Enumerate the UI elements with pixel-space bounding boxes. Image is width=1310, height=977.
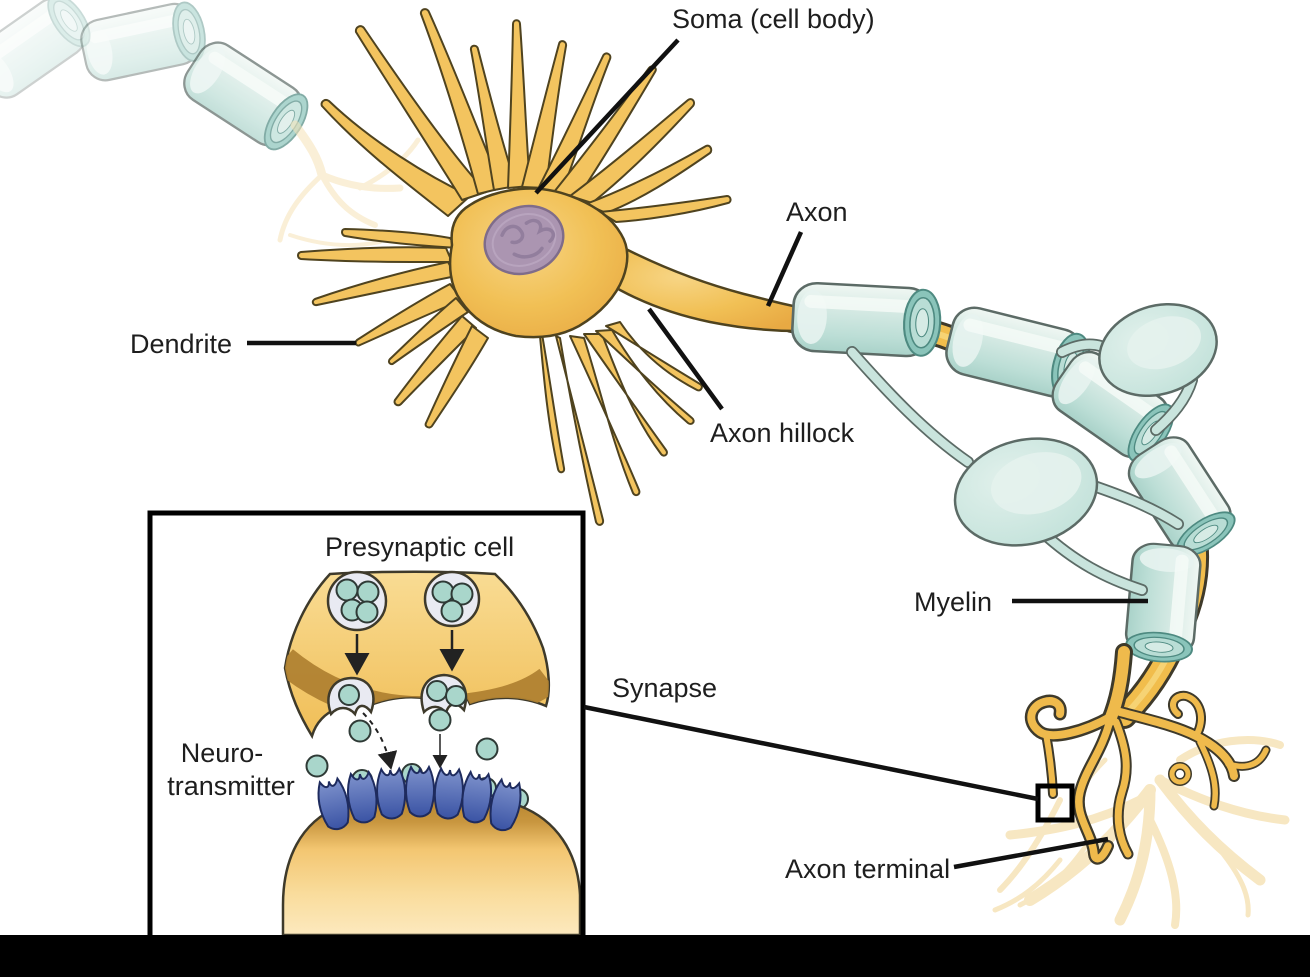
neuron-cell xyxy=(297,8,800,526)
synapse-marker-square xyxy=(1035,783,1075,823)
neurotransmitter-label-line1: Neuro- xyxy=(181,738,264,768)
leader-lines xyxy=(247,38,1148,870)
diffusion-arrow-dashed xyxy=(362,712,398,770)
axon-terminal-leader-line xyxy=(953,836,1109,870)
inset-border xyxy=(147,510,586,977)
neurotransmitter-label-line2: transmitter xyxy=(167,771,295,801)
dendrite-label: Dendrite xyxy=(130,329,232,359)
axon-hillock-leader-line xyxy=(647,307,724,411)
axon-label: Axon xyxy=(786,197,848,227)
axon-terminal-branches xyxy=(1024,643,1271,865)
schwann-cell-body-2 xyxy=(953,437,1099,547)
axon-leader-line xyxy=(765,231,804,307)
labels: Soma (cell body) Axon Dendrite Axon hill… xyxy=(130,4,992,884)
myelin-label: Myelin xyxy=(914,587,992,617)
synapse-label: Synapse xyxy=(612,673,717,703)
synapse-leader-line xyxy=(583,704,1039,802)
synapse-inset xyxy=(147,510,586,977)
schwann-cells xyxy=(846,302,1218,596)
bottom-black-bar xyxy=(0,935,1310,977)
soma-label: Soma (cell body) xyxy=(672,4,875,34)
axon-hillock-label: Axon hillock xyxy=(710,418,855,448)
schwann-cell-body-1 xyxy=(1098,302,1218,398)
dendrites xyxy=(297,8,732,526)
axon-shape xyxy=(592,242,800,333)
myelin-segment-1 xyxy=(789,280,944,359)
presynaptic-cell-label: Presynaptic cell xyxy=(325,532,514,562)
axon-hillock-and-axon xyxy=(592,242,800,333)
nucleus xyxy=(483,204,565,276)
synaptic-vesicles xyxy=(326,570,481,717)
soma-leader-line xyxy=(534,38,680,195)
faded-presynaptic-axon xyxy=(0,0,421,248)
axon-terminal-label: Axon terminal xyxy=(785,854,950,884)
